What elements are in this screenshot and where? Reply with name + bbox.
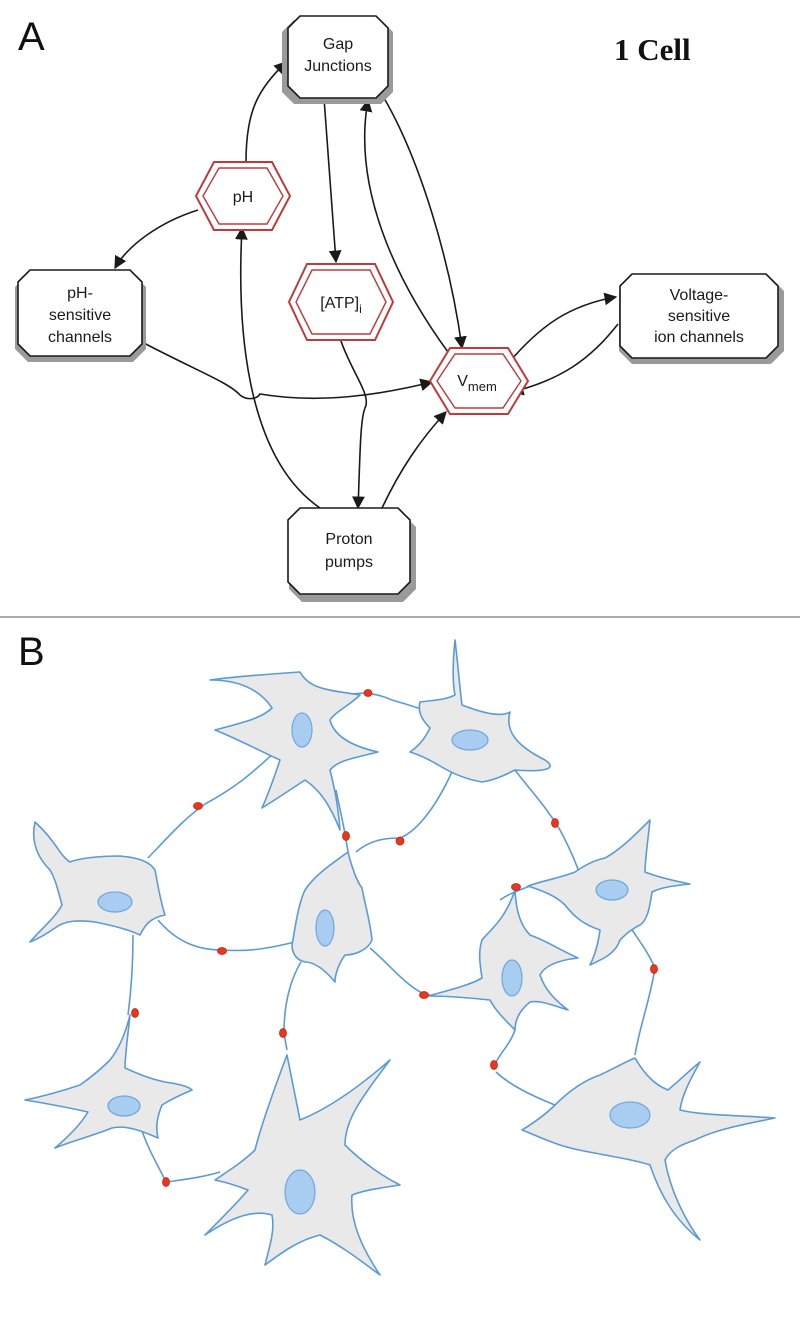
edge-proton-pumps-to-vmem — [381, 411, 447, 509]
node-ph-sensitive-channels: pH- sensitive channels — [15, 269, 146, 362]
node-gap-junctions: Gap Junctions — [282, 15, 393, 104]
gap-junction — [279, 1028, 287, 1038]
gap-junction — [217, 947, 227, 955]
regulatory-edges — [114, 61, 619, 510]
gap-junction — [490, 1060, 498, 1070]
ph-channels-line-2: sensitive — [49, 307, 111, 324]
gap-junctions — [131, 689, 658, 1187]
node-ph: pH — [194, 161, 292, 231]
gap-junction — [193, 802, 203, 810]
ph-channels-line-1: pH- — [67, 285, 93, 302]
panel-a: A 1 Cell Gap Junctions pH — [15, 15, 784, 602]
gap-junction — [162, 1177, 170, 1187]
edge-ph-to-gap-junctions — [245, 61, 287, 163]
cell — [24, 1014, 193, 1149]
voltage-channels-line-2: sensitive — [668, 308, 730, 325]
cell — [291, 851, 373, 983]
cell — [409, 639, 551, 783]
cell — [204, 1054, 401, 1276]
edge-ph-to-ph-channels — [114, 209, 199, 270]
node-atp: [ATP]i — [287, 263, 395, 341]
atp-label: [ATP]i — [320, 295, 362, 316]
node-proton-pumps: Proton pumps — [287, 507, 416, 602]
proton-pumps-line-1: Proton — [325, 531, 372, 548]
gap-junction — [650, 964, 658, 974]
edge-gap-junctions-to-atp — [323, 97, 342, 264]
gap-junction — [363, 689, 373, 697]
cell — [527, 819, 691, 966]
panel-a-letter: A — [18, 15, 45, 59]
edge-atp-to-proton-pumps — [339, 337, 368, 510]
edge-gap-junctions-to-vmem — [383, 97, 467, 350]
node-voltage-sensitive-channels: Voltage- sensitive ion channels — [619, 273, 784, 364]
gap-junction — [342, 831, 350, 841]
cell-network — [24, 639, 776, 1276]
gap-junction — [551, 818, 559, 828]
gap-junctions-line-2: Junctions — [304, 58, 372, 75]
cell — [521, 1057, 776, 1241]
gap-junction — [419, 991, 429, 999]
vmem-label: Vmem — [457, 373, 497, 394]
ph-label: pH — [233, 189, 253, 206]
gap-junction — [395, 836, 405, 846]
edge-vmem-to-voltage-channels — [505, 292, 618, 367]
cell — [29, 821, 166, 943]
edge-voltage-channels-to-vmem — [510, 323, 619, 396]
edge-ph-channels-to-vmem — [141, 341, 434, 400]
panel-b: B — [18, 630, 776, 1276]
edge-proton-pumps-to-ph — [234, 226, 321, 509]
gap-junctions-line-1: Gap — [323, 36, 353, 53]
cell — [427, 889, 579, 1031]
edge-vmem-to-gap-junctions — [359, 98, 449, 353]
ph-channels-line-3: channels — [48, 329, 112, 346]
panel-b-letter: B — [18, 630, 45, 674]
proton-pumps-line-2: pumps — [325, 554, 373, 571]
voltage-channels-line-1: Voltage- — [670, 287, 729, 304]
cell — [209, 671, 379, 831]
panel-a-title: 1 Cell — [614, 32, 691, 67]
voltage-channels-line-3: ion channels — [654, 329, 744, 346]
gap-junction — [131, 1008, 139, 1018]
gap-junction — [511, 883, 521, 891]
node-vmem: Vmem — [428, 347, 530, 415]
